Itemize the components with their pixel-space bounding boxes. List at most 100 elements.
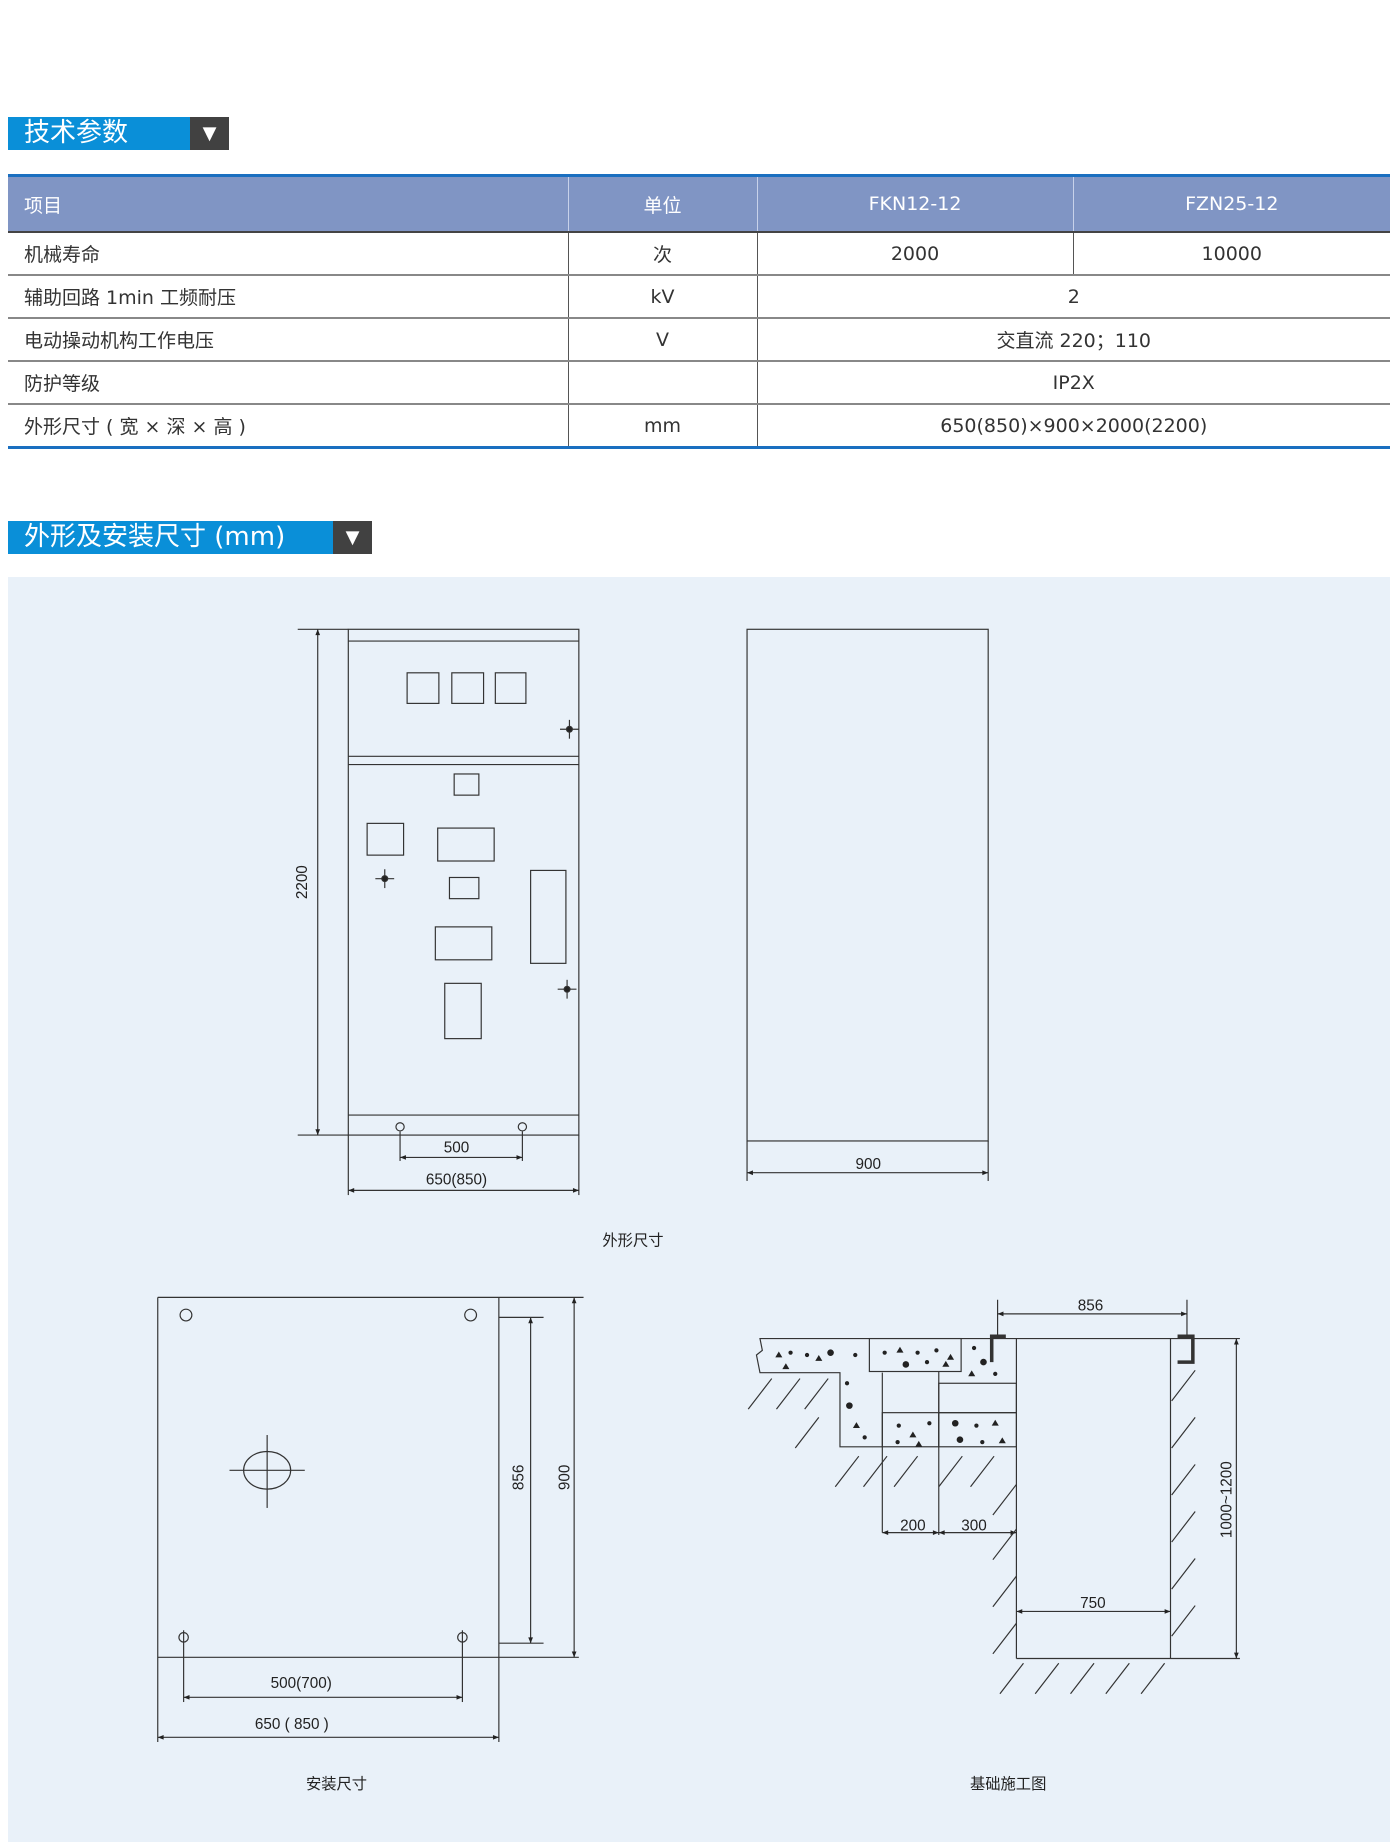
caption-install: 安装尺寸 xyxy=(306,1776,367,1793)
col-header-fzn: FZN25-12 xyxy=(1072,175,1390,232)
install-drawing xyxy=(157,1296,584,1743)
dim-hole-spacing-label: 500(700) xyxy=(271,1675,332,1692)
cell-item: 电动操动机构工作电压 xyxy=(8,317,568,361)
hatch-line xyxy=(1140,1662,1166,1695)
cell-unit: V xyxy=(567,317,757,361)
hatch-line xyxy=(1105,1662,1130,1695)
hatch-line xyxy=(1171,1511,1196,1543)
dim-hole-spacing-label: 500 xyxy=(444,1140,470,1157)
hatch-line xyxy=(970,1455,995,1488)
hatch-line xyxy=(992,1528,1017,1561)
hatch-line xyxy=(1171,1464,1196,1496)
aggregate-mark xyxy=(991,1419,999,1426)
cell-value: 2 xyxy=(756,274,1390,318)
aggregate-mark xyxy=(942,1360,950,1367)
dim-pit-width-label: 750 xyxy=(1080,1595,1106,1612)
aggregate-mark xyxy=(852,1422,860,1428)
cell-fkn: 2000 xyxy=(756,231,1073,275)
dim-width-label: 650(850) xyxy=(426,1171,487,1188)
hatch-line xyxy=(992,1484,1017,1516)
handle-icon xyxy=(557,979,577,999)
dim-pit-depth-label: 1000~1200 xyxy=(1219,1461,1236,1538)
cell-unit: mm xyxy=(567,403,757,448)
dim-height-label: 2200 xyxy=(294,865,311,899)
hatch-line xyxy=(992,1575,1017,1608)
aggregate-mark xyxy=(788,1350,793,1355)
hatch-line xyxy=(938,1455,963,1488)
cell-item: 机械寿命 xyxy=(8,231,568,275)
aggregate-mark xyxy=(951,1419,959,1427)
cell-item: 外形尺寸 ( 宽 × 深 × 高 ) xyxy=(8,403,568,448)
hatch-line xyxy=(794,1417,820,1449)
aggregate-mark xyxy=(915,1350,920,1355)
table-row: 机械寿命 次 2000 10000 xyxy=(8,231,1390,275)
dim-top-span-label: 856 xyxy=(1078,1297,1103,1314)
cell-unit: kV xyxy=(567,274,757,318)
handle-icon xyxy=(375,869,395,889)
aggregate-mark xyxy=(915,1440,923,1447)
aggregate-mark xyxy=(815,1355,823,1361)
cell-fzn: 10000 xyxy=(1072,231,1390,275)
aggregate-mark xyxy=(980,1358,987,1366)
hatch-line xyxy=(834,1455,860,1488)
table-row: 外形尺寸 ( 宽 × 深 × 高 ) mm 650(850)×900×2000(… xyxy=(8,403,1390,448)
aggregate-mark xyxy=(924,1359,930,1365)
cell-value: 交直流 220；110 xyxy=(756,317,1390,361)
hatch-line xyxy=(1171,1558,1196,1590)
dim-width-label: 650 ( 850 ) xyxy=(255,1716,329,1733)
aggregate-mark xyxy=(896,1346,904,1353)
aggregate-mark xyxy=(927,1421,932,1426)
aggregate-mark xyxy=(974,1423,979,1428)
aggregate-mark xyxy=(971,1345,977,1351)
cell-item: 防护等级 xyxy=(8,360,568,404)
hatch-line xyxy=(1171,1369,1196,1402)
aggregate-mark xyxy=(947,1353,955,1360)
hatch-line xyxy=(1070,1662,1095,1695)
hatch-line xyxy=(804,1378,829,1410)
col-header-unit: 单位 xyxy=(567,175,757,232)
table-header-row: 项目 单位 FKN12-12 FZN25-12 xyxy=(8,175,1390,232)
dim-900-label: 900 xyxy=(556,1465,573,1491)
hatch-line xyxy=(775,1378,801,1410)
cell-unit xyxy=(567,360,757,404)
section-header-dimensions: 外形及安装尺寸 (mm) ▼ xyxy=(8,521,372,554)
cell-unit: 次 xyxy=(567,231,757,275)
aggregate-mark xyxy=(846,1402,853,1409)
cell-item: 辅助回路 1min 工频耐压 xyxy=(8,274,568,318)
triangle-down-icon[interactable]: ▼ xyxy=(190,117,229,150)
aggregate-mark xyxy=(968,1370,976,1377)
caption-outline: 外形尺寸 xyxy=(602,1233,663,1250)
section-header-tech-params: 技术参数 ▼ xyxy=(8,117,229,150)
aggregate-mark xyxy=(827,1349,834,1356)
dim-depth-label: 900 xyxy=(855,1156,880,1173)
aggregate-mark xyxy=(956,1436,964,1444)
dim-step2-label: 300 xyxy=(961,1517,986,1534)
table-row: 辅助回路 1min 工频耐压 kV 2 xyxy=(8,274,1390,318)
hatch-line xyxy=(999,1662,1024,1695)
diagram-panel xyxy=(8,577,1390,1842)
caption-foundation: 基础施工图 xyxy=(970,1776,1046,1793)
cell-value: IP2X xyxy=(756,360,1390,404)
tech-params-table: 项目 单位 FKN12-12 FZN25-12 机械寿命 次 2000 1000… xyxy=(8,174,1390,449)
dim-856-label: 856 xyxy=(511,1465,528,1491)
hatch-line xyxy=(893,1455,919,1488)
aggregate-mark xyxy=(804,1352,810,1358)
aggregate-mark xyxy=(998,1437,1006,1444)
col-header-fkn: FKN12-12 xyxy=(756,175,1073,232)
aggregate-mark xyxy=(896,1423,901,1428)
hatch-line xyxy=(1171,1417,1196,1449)
hatch-line xyxy=(1171,1605,1196,1637)
aggregate-mark xyxy=(993,1371,998,1376)
hatch-line xyxy=(992,1622,1017,1655)
aggregate-mark xyxy=(909,1431,917,1438)
section-title: 外形及安装尺寸 (mm) xyxy=(8,521,333,554)
aggregate-mark xyxy=(980,1439,985,1445)
aggregate-mark xyxy=(844,1381,850,1386)
table-row: 防护等级 IP2X xyxy=(8,360,1390,404)
triangle-down-icon[interactable]: ▼ xyxy=(333,521,372,554)
aggregate-mark xyxy=(934,1348,939,1353)
foundation-drawing xyxy=(747,1299,1240,1695)
aggregate-mark xyxy=(853,1352,858,1358)
cell-value: 650(850)×900×2000(2200) xyxy=(756,403,1390,448)
